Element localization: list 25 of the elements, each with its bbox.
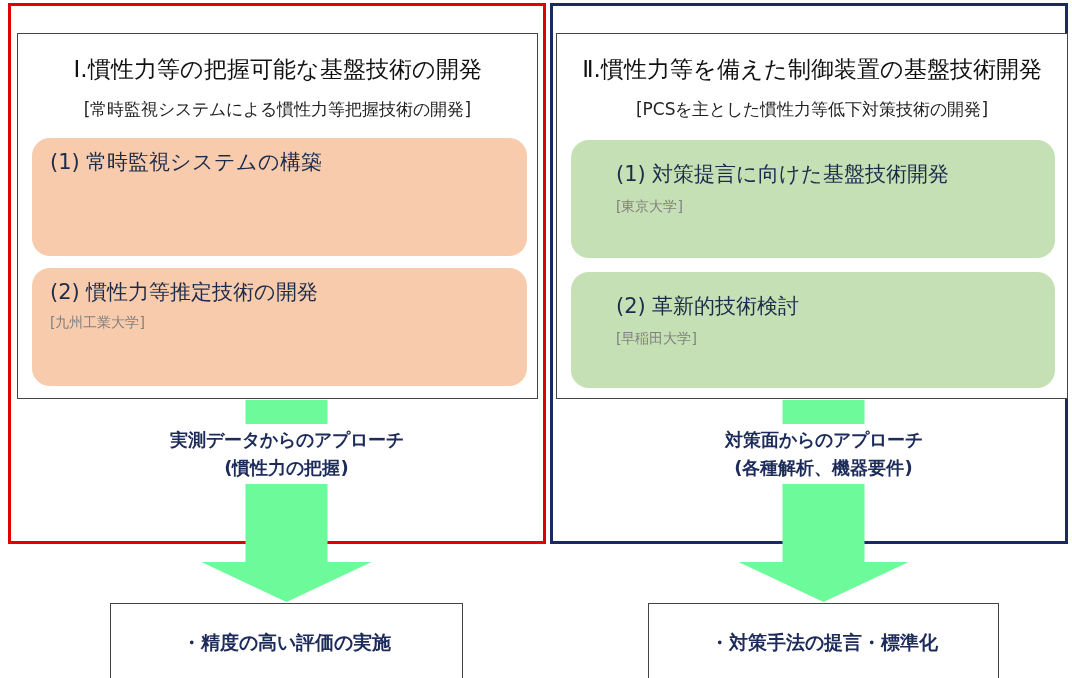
arrow: [738, 400, 909, 602]
section-subtitle: [PCSを主とした慣性力等低下対策技術の開発]: [634, 98, 990, 121]
partner-list: [東京大学]: [616, 198, 1041, 216]
outcome-box: [648, 603, 999, 678]
task-title: (1) 常時監視システムの構築: [50, 149, 324, 176]
partner-list: [九州工業大学]: [50, 314, 513, 332]
outcome-text: ・対策手法の提言・標準化: [708, 630, 939, 655]
task-title: (1) 対策提言に向けた基盤技術開発: [616, 161, 951, 188]
task-title: (2) 慣性力等推定技術の開発: [50, 279, 320, 306]
outcome-box: [110, 603, 463, 678]
frame: [550, 3, 1068, 544]
task-box: [32, 138, 527, 256]
frame: [8, 3, 546, 544]
section-box: [17, 33, 538, 399]
arrow: [201, 400, 372, 602]
section-box: [556, 33, 1068, 399]
partner-list: [早稲田大学]: [616, 330, 1041, 348]
task-box: [571, 140, 1055, 258]
section-title: Ⅰ.慣性力等の把握可能な基盤技術の開発: [72, 55, 483, 84]
task-title: (2) 革新的技術検討: [616, 293, 801, 320]
section-title: Ⅱ.慣性力等を備えた制御装置の基盤技術開発: [581, 55, 1043, 84]
task-box: [571, 272, 1055, 388]
outcome-text: ・精度の高い評価の実施: [181, 630, 392, 655]
section-subtitle: [常時監視システムによる慣性力等把握技術の開発]: [82, 98, 473, 121]
task-box: [32, 268, 527, 386]
